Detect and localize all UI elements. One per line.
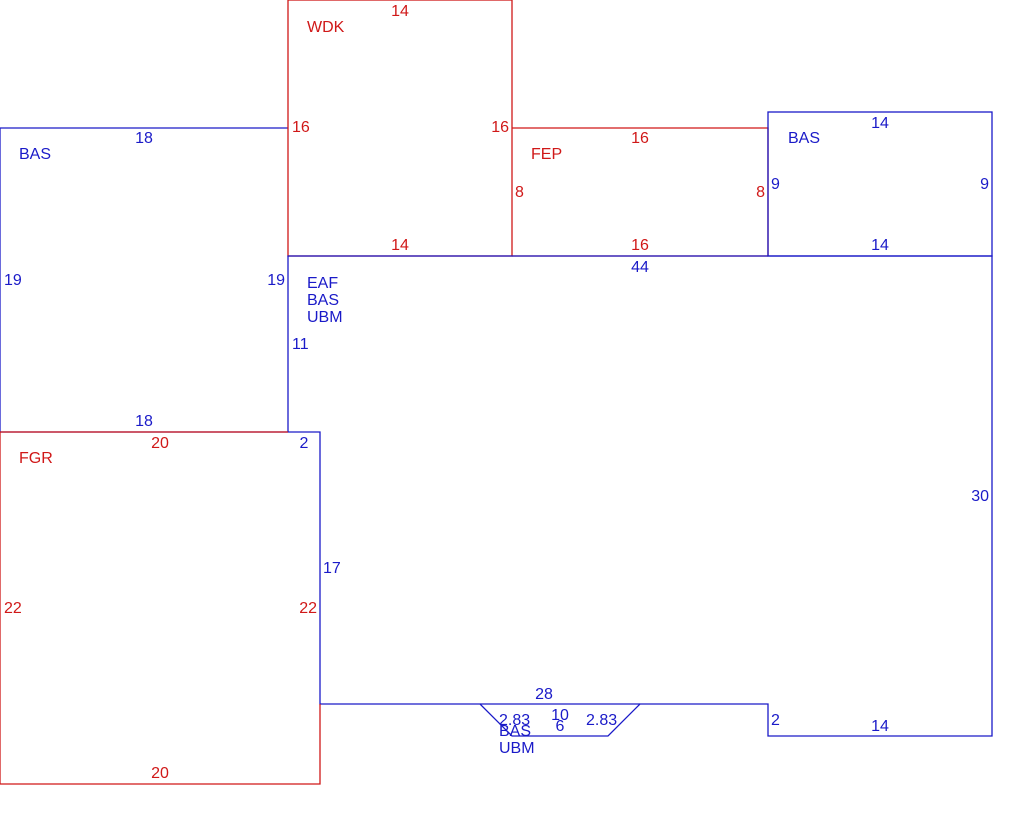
bay-code-ubm: UBM — [499, 740, 535, 757]
bas-right-top-dim: 14 — [871, 115, 889, 132]
main-code-bas: BAS — [307, 292, 339, 309]
main-code-eaf: EAF — [307, 275, 338, 292]
main-left-dim: 11 — [292, 336, 309, 353]
bay-bottom-dim: 6 — [556, 718, 565, 735]
bas-left-right-dim: 19 — [267, 272, 285, 289]
bay-top-dim: 10 — [551, 707, 569, 724]
fgr-area: FGR 20 20 22 22 — [0, 431, 321, 785]
bas-right-bottom-dim: 14 — [871, 237, 889, 254]
fep-left-dim: 8 — [515, 184, 524, 201]
main-code-ubm: UBM — [307, 309, 343, 326]
fgr-outline — [0, 431, 321, 785]
fgr-top-dim: 20 — [151, 435, 169, 452]
wdk-top-dim: 14 — [391, 3, 409, 20]
bas-left-outline — [0, 127, 288, 432]
fep-bottom-dim: 16 — [631, 237, 649, 254]
main-area: EAF BAS UBM 44 11 2 17 30 28 2 14 — [287, 255, 993, 737]
bas-right-code: BAS — [788, 130, 820, 147]
bas-right-right-dim: 9 — [980, 176, 989, 193]
wdk-right-dim: 16 — [491, 119, 509, 136]
wdk-code: WDK — [307, 19, 345, 36]
main-top-dim: 44 — [631, 259, 649, 276]
main-left-lower-dim: 17 — [323, 560, 341, 577]
wdk-left-dim: 16 — [292, 119, 310, 136]
bas-left-area: BAS 18 18 19 19 — [0, 127, 288, 433]
main-step-dim: 2 — [300, 435, 309, 452]
bas-left-code: BAS — [19, 146, 51, 163]
bas-left-left-dim: 19 — [4, 272, 22, 289]
bay-code-bas: BAS — [499, 723, 531, 740]
fgr-code: FGR — [19, 450, 53, 467]
fep-right-dim: 8 — [756, 184, 765, 201]
bas-right-left-dim: 9 — [771, 176, 780, 193]
fep-top-dim: 16 — [631, 130, 649, 147]
wdk-bottom-dim: 14 — [391, 237, 409, 254]
main-bottom-right-dim: 14 — [871, 718, 889, 735]
main-right-dim: 30 — [971, 488, 989, 505]
bay-area: 2.83 10 6 2.83 BAS UBM — [480, 703, 640, 757]
main-outline — [287, 255, 993, 737]
fgr-left-dim: 22 — [4, 600, 22, 617]
bas-right-area: BAS 14 14 9 9 — [767, 111, 993, 257]
bay-left-diag-dim: 2.83 — [499, 712, 530, 729]
bas-left-bottom-dim: 18 — [135, 413, 153, 430]
fgr-right-dim: 22 — [299, 600, 317, 617]
wdk-area: WDK 14 14 16 16 — [287, 0, 513, 257]
bay-right-diag-dim: 2.83 — [586, 712, 617, 729]
bas-left-top-dim: 18 — [135, 130, 153, 147]
fep-area: FEP 16 16 8 8 — [512, 127, 769, 257]
fep-code: FEP — [531, 146, 562, 163]
main-bottom-left-dim: 28 — [535, 686, 553, 703]
main-right-step-dim: 2 — [771, 712, 780, 729]
fgr-bottom-dim: 20 — [151, 765, 169, 782]
wdk-outline — [287, 0, 513, 257]
